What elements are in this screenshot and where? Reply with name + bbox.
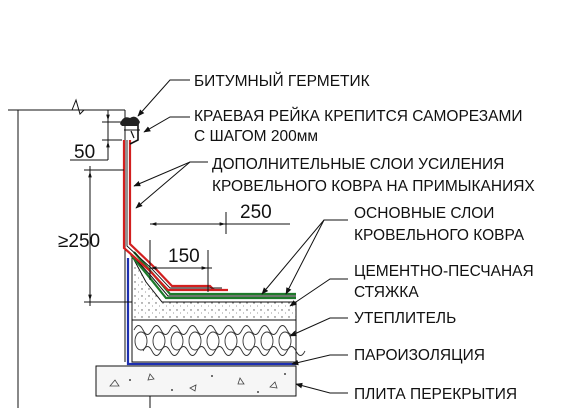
label-insulation: УТЕПЛИТЕЛЬ [354, 310, 456, 327]
dimension-150-label: 150 [168, 246, 200, 267]
label-slab: ПЛИТА ПЕРЕКРЫТИЯ [354, 386, 517, 403]
dimension-250-width: 250 [150, 202, 290, 234]
vapor-barrier-line [126, 258, 296, 366]
sealant-blob [120, 116, 140, 126]
reinforcement-layers [122, 140, 228, 292]
slab [95, 365, 297, 408]
dimension-50-label: 50 [74, 142, 95, 163]
dimension-250-height: ≥250 [58, 166, 132, 306]
insulation-layer [131, 319, 306, 363]
label-sealant: БИТУМНЫЙ ГЕРМЕТИК [194, 72, 370, 90]
leader-lines [133, 79, 348, 394]
dimension-250-height-label: ≥250 [58, 231, 100, 252]
wall [8, 98, 126, 408]
label-screed-line2: СТЯЖКА [354, 284, 419, 301]
label-vapor-barrier: ПАРОИЗОЛЯЦИЯ [354, 347, 485, 364]
label-edge-strip-line1: КРАЕВАЯ РЕЙКА КРЕПИТСЯ САМОРЕЗАМИ [194, 107, 523, 125]
label-main-layers-line1: ОСНОВНЫЕ СЛОИ [354, 205, 494, 222]
label-main-layers-line2: КРОВЕЛЬНОГО КОВРА [354, 227, 525, 244]
label-reinforcement-line1: ДОПОЛНИТЕЛЬНЫЕ СЛОИ УСИЛЕНИЯ [212, 156, 504, 173]
dimension-50: 50 [70, 110, 122, 163]
dimension-250-width-label: 250 [240, 202, 272, 223]
label-screed-line1: ЦЕМЕНТНО-ПЕСЧАНАЯ [354, 263, 534, 280]
label-edge-strip-line2: С ШАГОМ 200мм [194, 128, 318, 145]
dimension-150: 150 [149, 240, 212, 292]
label-reinforcement-line2: КРОВЕЛЬНОГО КОВРА НА ПРИМЫКАНИЯХ [212, 178, 535, 195]
